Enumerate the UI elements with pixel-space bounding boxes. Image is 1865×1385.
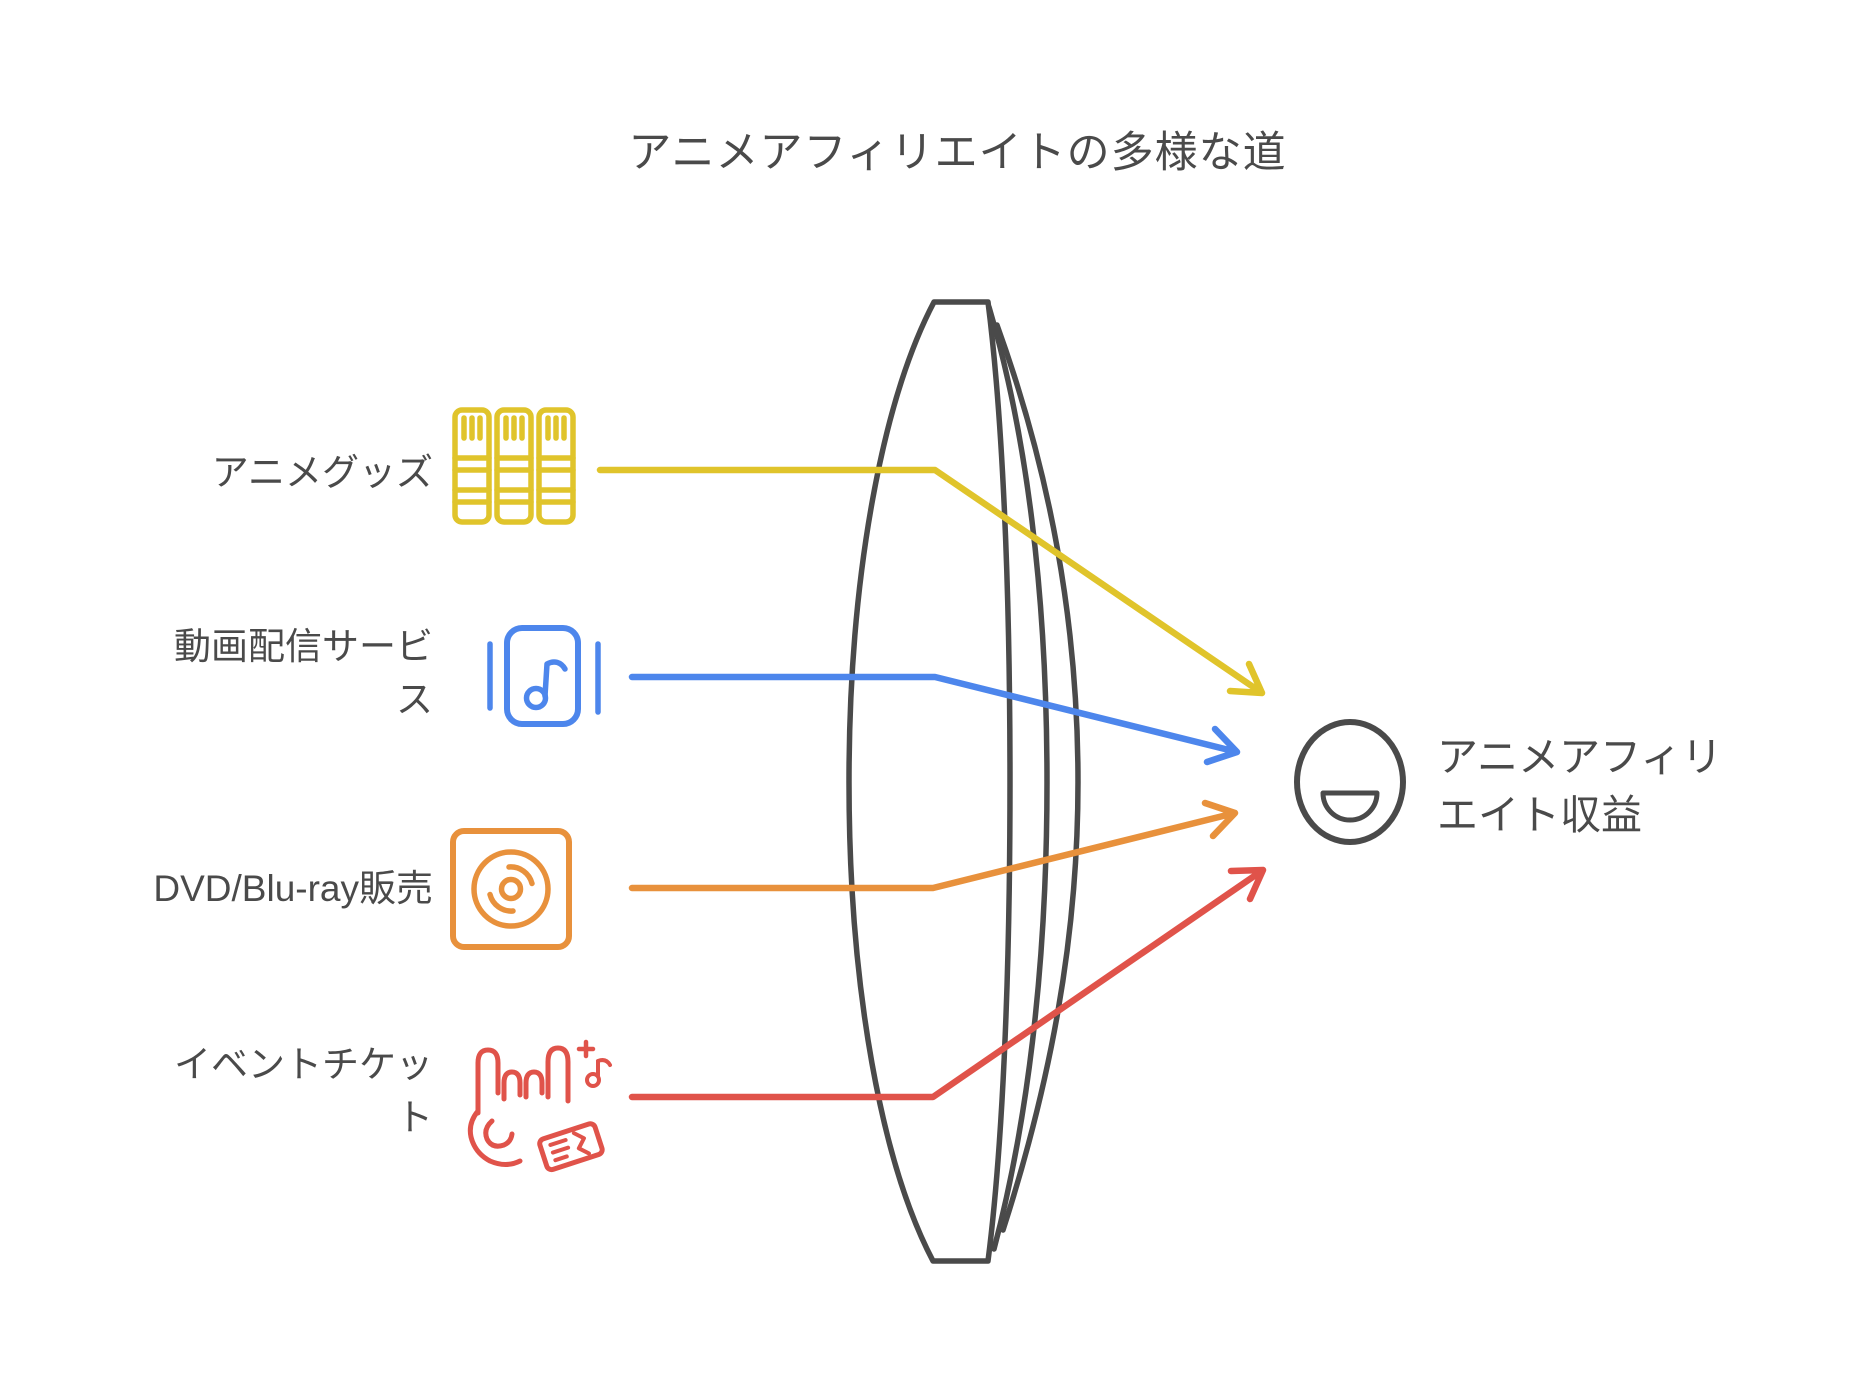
arrow-streaming [628, 673, 1241, 766]
source-label-dvd-bluray: DVD/Blu-ray販売 [153, 868, 433, 909]
arrow-dvd-bluray [628, 799, 1239, 892]
smiley-face-icon [1294, 719, 1406, 845]
arrow-anime-goods [596, 466, 1266, 697]
books-icon [452, 407, 576, 525]
source-label-anime-goods: アニメグッズ [211, 452, 433, 493]
diagram-title: アニメアフィリエイトの多様な道 [628, 129, 1287, 177]
source-label-streaming: 動画配信サービス [174, 626, 433, 720]
music-player-icon [487, 625, 601, 727]
rock-hand-ticket-icon [467, 1039, 612, 1173]
source-label-event-ticket: イベントチケット [174, 1044, 433, 1138]
arrow-event-ticket [628, 866, 1267, 1101]
lens-shape [846, 299, 1081, 1264]
disc-icon [450, 828, 572, 950]
result-label: アニメアフィリエイト収益 [1437, 734, 1723, 838]
